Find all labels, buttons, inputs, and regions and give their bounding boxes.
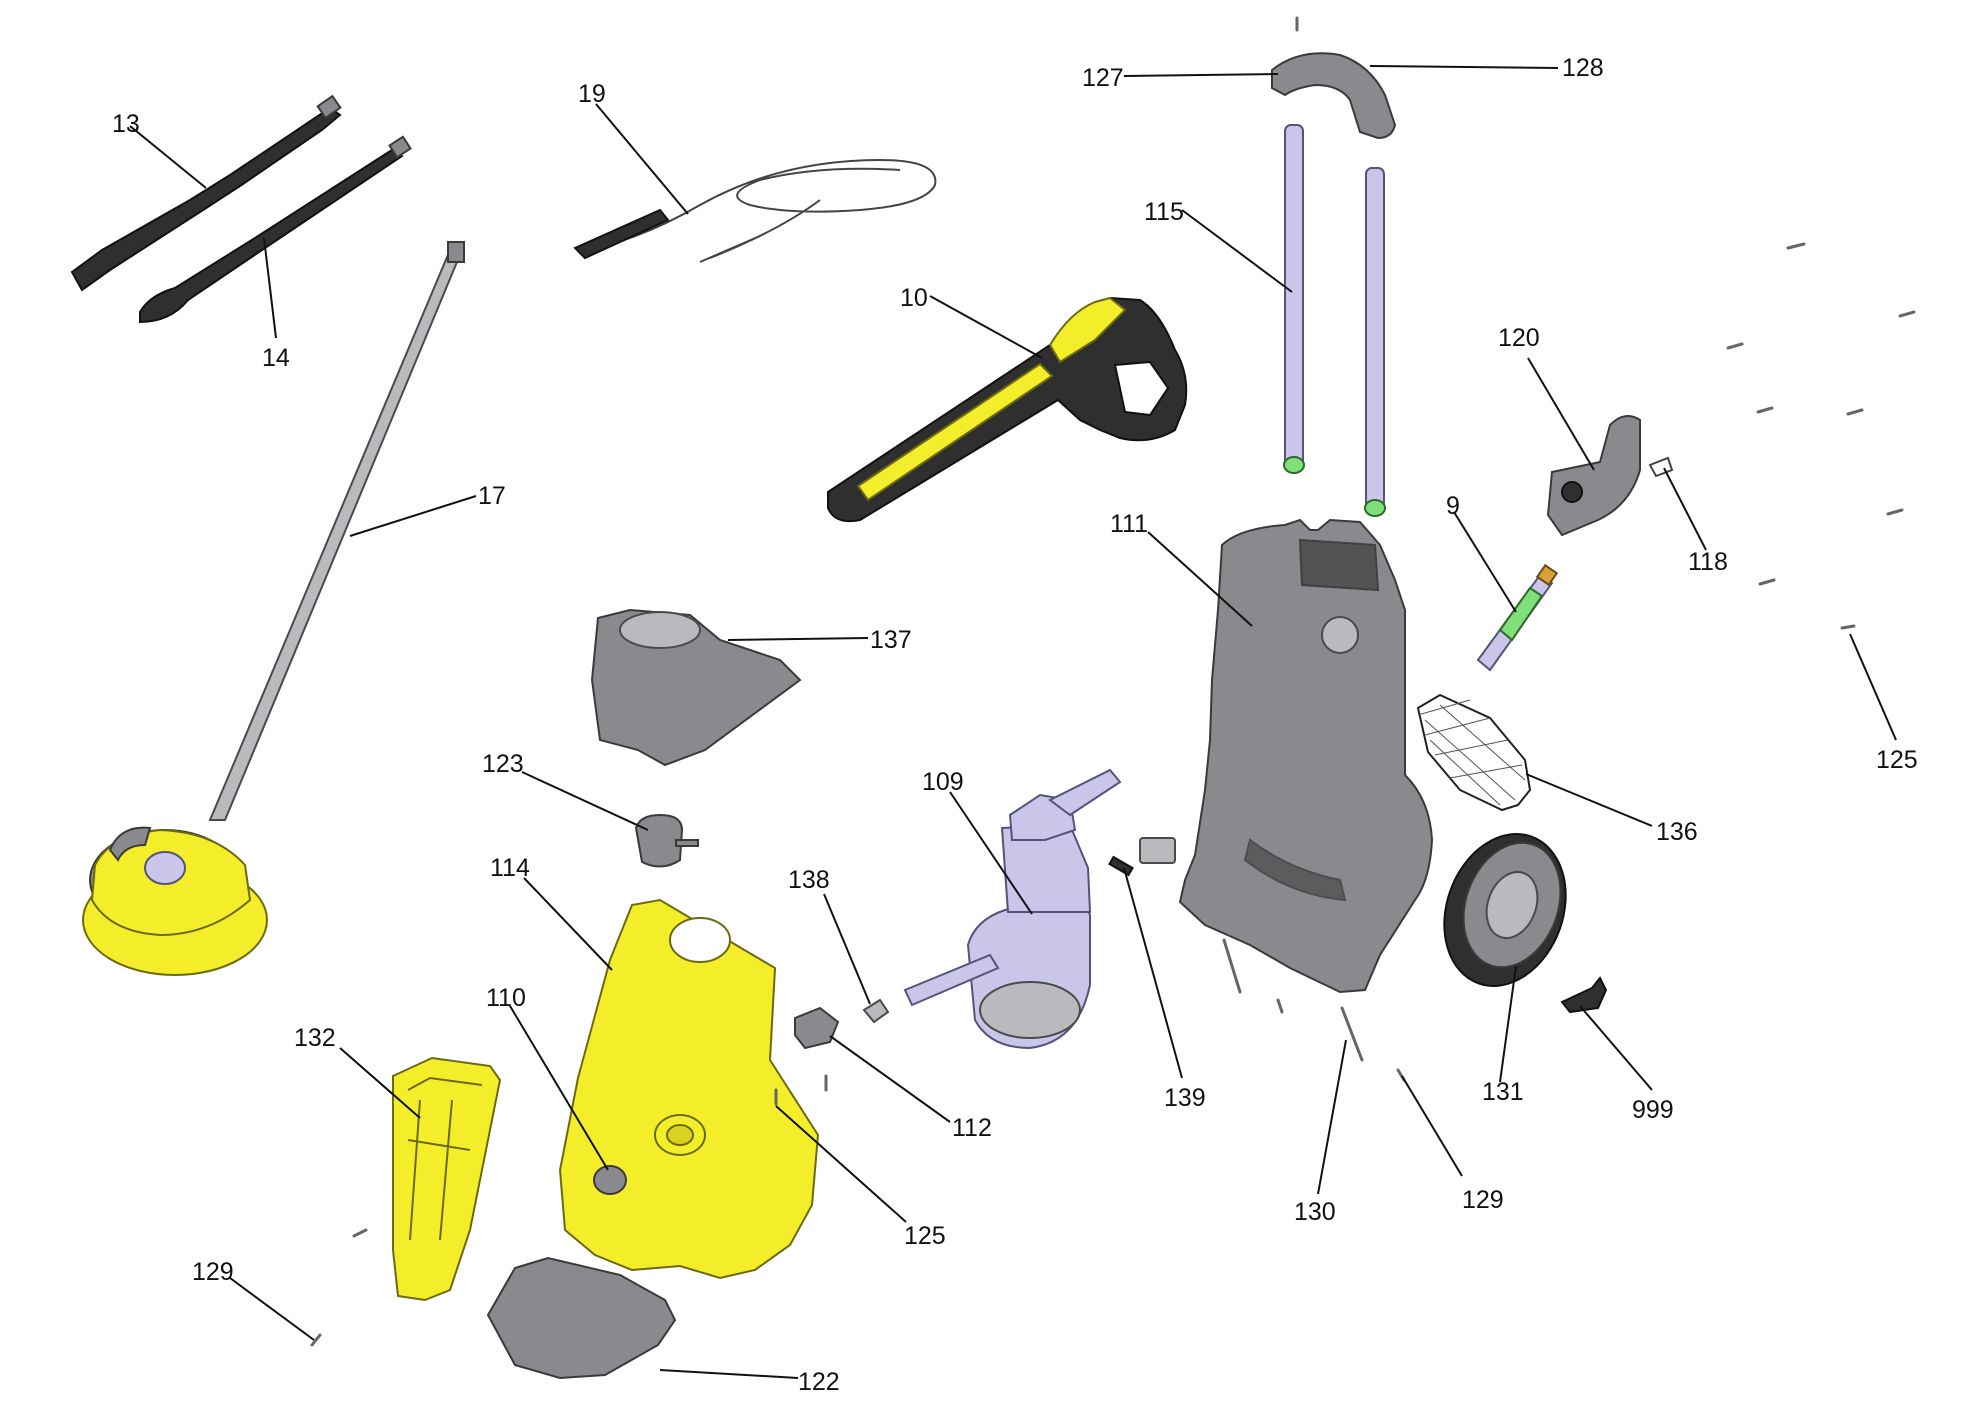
callout-132: 132 — [294, 1024, 336, 1052]
callout-131: 131 — [1482, 1078, 1524, 1106]
part-129-screw-left[interactable] — [310, 1228, 368, 1347]
callout-137: 137 — [870, 626, 912, 654]
part-9-water-inlet-connector[interactable] — [1476, 563, 1559, 672]
callout-127: 127 — [1082, 64, 1124, 92]
callout-9: 9 — [1446, 492, 1460, 520]
part-115-tubes[interactable] — [1283, 124, 1386, 517]
callout-125-right: 125 — [1876, 746, 1918, 774]
callout-129-right: 129 — [1462, 1186, 1504, 1214]
part-surface-cleaner[interactable] — [82, 826, 268, 976]
callout-139: 139 — [1164, 1084, 1206, 1112]
callout-19: 19 — [578, 80, 606, 108]
part-125-screws-cluster[interactable] — [1726, 242, 1916, 630]
part-110-knob[interactable] — [593, 1165, 627, 1195]
part-130-screws[interactable] — [1222, 938, 1364, 1062]
callout-10: 10 — [900, 284, 928, 312]
callout-17: 17 — [478, 482, 506, 510]
callout-112: 112 — [952, 1114, 992, 1142]
part-120-accessory-holder[interactable] — [1546, 415, 1641, 537]
part-122-bottom-cover[interactable] — [486, 1256, 677, 1380]
callout-136: 136 — [1656, 818, 1698, 846]
callout-110: 110 — [486, 984, 526, 1012]
part-111-housing-frame[interactable] — [1178, 518, 1434, 994]
callout-123: 123 — [482, 750, 524, 778]
part-14-rotary-nozzle-lance[interactable] — [139, 135, 412, 324]
part-139-pin[interactable] — [1108, 837, 1176, 877]
callout-13: 13 — [112, 110, 140, 138]
callout-128: 128 — [1562, 54, 1604, 82]
callout-125-center: 125 — [904, 1222, 946, 1250]
leader-lines — [129, 65, 1897, 1379]
callout-138: 138 — [788, 866, 830, 894]
callout-122: 122 — [798, 1368, 840, 1396]
part-112-switch-block[interactable] — [794, 1006, 840, 1050]
part-132-side-panel[interactable] — [392, 1056, 502, 1302]
callout-14: 14 — [262, 344, 290, 372]
part-13-spray-lance[interactable] — [70, 94, 342, 292]
part-136-filter-grille[interactable] — [1416, 693, 1532, 812]
callout-109: 109 — [922, 768, 964, 796]
callout-114: 114 — [490, 854, 530, 882]
part-19-high-pressure-hose[interactable] — [573, 158, 937, 263]
part-123-small-holder[interactable] — [634, 813, 699, 868]
callout-labels: 13 14 19 127 128 115 10 17 120 118 9 111… — [112, 54, 1918, 1396]
part-138-fitting[interactable] — [862, 998, 890, 1024]
part-999-clip[interactable] — [1560, 976, 1608, 1014]
callout-115: 115 — [1144, 198, 1184, 226]
callout-118: 118 — [1688, 548, 1728, 576]
part-10-trigger-gun[interactable] — [827, 296, 1188, 523]
part-127-handle[interactable] — [1271, 16, 1397, 140]
part-109-motor-pump-unit[interactable] — [903, 768, 1122, 1050]
callout-120: 120 — [1498, 324, 1540, 352]
callout-130: 130 — [1294, 1198, 1336, 1226]
callout-129-left: 129 — [192, 1258, 234, 1286]
part-17-extension-lance[interactable] — [208, 241, 465, 821]
callout-111: 111 — [1110, 510, 1148, 538]
part-131-wheel[interactable] — [1424, 817, 1586, 1003]
part-118-clip[interactable] — [1648, 456, 1674, 478]
part-137-cable-hook[interactable] — [590, 608, 802, 767]
callout-999: 999 — [1632, 1096, 1674, 1124]
part-125-screws-center[interactable] — [774, 1074, 828, 1106]
